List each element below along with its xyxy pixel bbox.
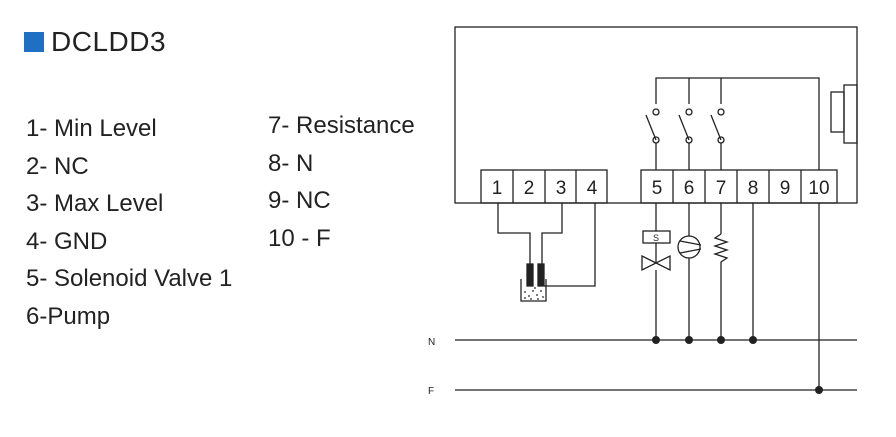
- junction-5: [652, 336, 660, 344]
- page-title: DCLDD3: [51, 26, 167, 57]
- legend-item-5: 5- Solenoid Valve 1: [26, 265, 233, 292]
- probe-min: [526, 263, 534, 287]
- legend-item-4: 4- GND: [26, 227, 108, 255]
- legend-item-9: 9- NC: [268, 187, 331, 214]
- junction-6: [685, 336, 693, 344]
- terminal-label-3: 3: [556, 178, 567, 199]
- terminal-label-6: 6: [684, 178, 695, 199]
- terminal-label-4: 4: [587, 178, 598, 199]
- terminal-label-10: 10: [808, 178, 829, 199]
- side-connector: [830, 91, 845, 133]
- terminal-label-7: 7: [716, 178, 727, 199]
- legend-item-6: 6-Pump: [26, 302, 111, 330]
- legend-left: 1- Min Level 2- NC 3- Max Level 4- GND 5…: [26, 110, 232, 335]
- terminal-block-left: [480, 169, 608, 204]
- terminal-label-8: 8: [748, 178, 759, 199]
- legend-right: 7- Resistance 8- N 9- NC 10 - F: [268, 107, 415, 257]
- line-f-label: F: [428, 386, 434, 397]
- relay-contact-5: [645, 114, 657, 141]
- junction-8: [749, 336, 757, 344]
- solenoid-valve-icon: [641, 254, 671, 272]
- valve-label: S: [653, 233, 659, 243]
- level-tank: [520, 279, 547, 302]
- line-n-label: N: [428, 337, 435, 348]
- wire-terminal-4: [544, 203, 596, 287]
- water-dots: [524, 287, 544, 300]
- junction-10: [815, 386, 823, 394]
- side-connector-outer: [843, 84, 858, 144]
- terminal-block-right: [640, 169, 838, 204]
- relay-contact-7: [710, 114, 722, 141]
- title-square-icon: [24, 32, 44, 52]
- legend-item-3: 3- Max Level: [26, 190, 164, 217]
- resistance-icon: [712, 233, 730, 266]
- terminal-label-5: 5: [652, 178, 663, 199]
- legend-item-1: 1- Min Level: [26, 115, 157, 142]
- terminal-label-1: 1: [492, 178, 503, 199]
- junction-7: [717, 336, 725, 344]
- wire-terminal-3: [541, 203, 563, 270]
- relay-contact-6: [678, 114, 690, 141]
- legend-item-7: 7- Resistance: [268, 112, 415, 139]
- probe-max: [537, 263, 545, 287]
- terminal-label-9: 9: [780, 178, 791, 199]
- wire-terminal-1: [497, 203, 531, 270]
- legend-item-2: 2- NC: [26, 152, 89, 180]
- legend-item-10: 10 - F: [268, 224, 331, 252]
- terminal-label-2: 2: [524, 178, 535, 199]
- legend-item-8: 8- N: [268, 149, 314, 177]
- pump-icon: [677, 235, 701, 259]
- title-block: DCLDD3: [24, 26, 166, 58]
- relay-bus: [655, 77, 820, 170]
